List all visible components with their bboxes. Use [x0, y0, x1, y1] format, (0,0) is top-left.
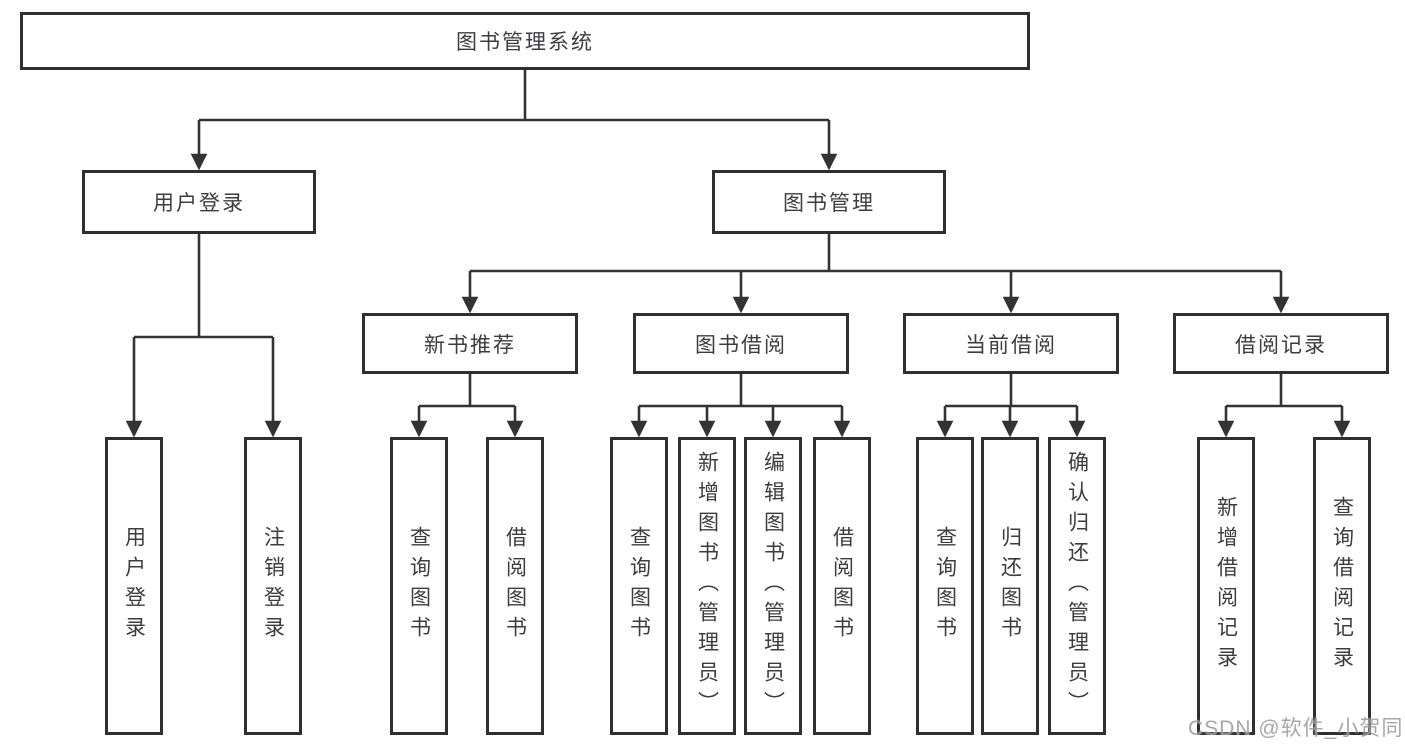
- leaf-query-books-borrowing: 查询图书: [610, 437, 668, 735]
- connector-newbooks-to-leaves: [410, 374, 524, 438]
- connector-current-to-leaves: [936, 374, 1086, 438]
- leaf-confirm-return-admin: 确认归还（管理员）: [1048, 437, 1106, 735]
- connector-root-to-level2: [190, 70, 838, 171]
- connector-userlogin-to-leaves: [125, 234, 282, 438]
- node-current-borrowing: 当前借阅: [903, 313, 1119, 374]
- node-new-book-recommend: 新书推荐: [362, 313, 578, 374]
- node-library-system: 图书管理系统: [20, 12, 1030, 70]
- connector-bookmgmt-to-level3: [461, 234, 1290, 314]
- node-borrowing-records: 借阅记录: [1173, 313, 1389, 374]
- leaf-add-borrow-record: 新增借阅记录: [1197, 437, 1255, 735]
- leaf-user-login: 用户登录: [105, 437, 163, 735]
- node-book-borrowing: 图书借阅: [633, 313, 849, 374]
- leaf-borrow-books-recommend: 借阅图书: [486, 437, 544, 735]
- leaf-query-books-current: 查询图书: [916, 437, 974, 735]
- leaf-logout: 注销登录: [244, 437, 302, 735]
- leaf-query-books-recommend: 查询图书: [390, 437, 448, 735]
- connector-borrow-to-leaves: [630, 374, 851, 438]
- leaf-edit-books-admin: 编辑图书（管理员）: [744, 437, 802, 735]
- watermark: CSDN @软件_小贺同学: [1188, 717, 1404, 740]
- leaf-return-books: 归还图书: [981, 437, 1039, 735]
- leaf-add-books-admin: 新增图书（管理员）: [678, 437, 736, 735]
- leaf-query-borrow-record: 查询借阅记录: [1313, 437, 1371, 735]
- node-book-management-branch: 图书管理: [712, 170, 946, 234]
- connector-records-to-leaves: [1217, 374, 1351, 438]
- leaf-borrow-books: 借阅图书: [813, 437, 871, 735]
- node-user-login-branch: 用户登录: [82, 170, 316, 234]
